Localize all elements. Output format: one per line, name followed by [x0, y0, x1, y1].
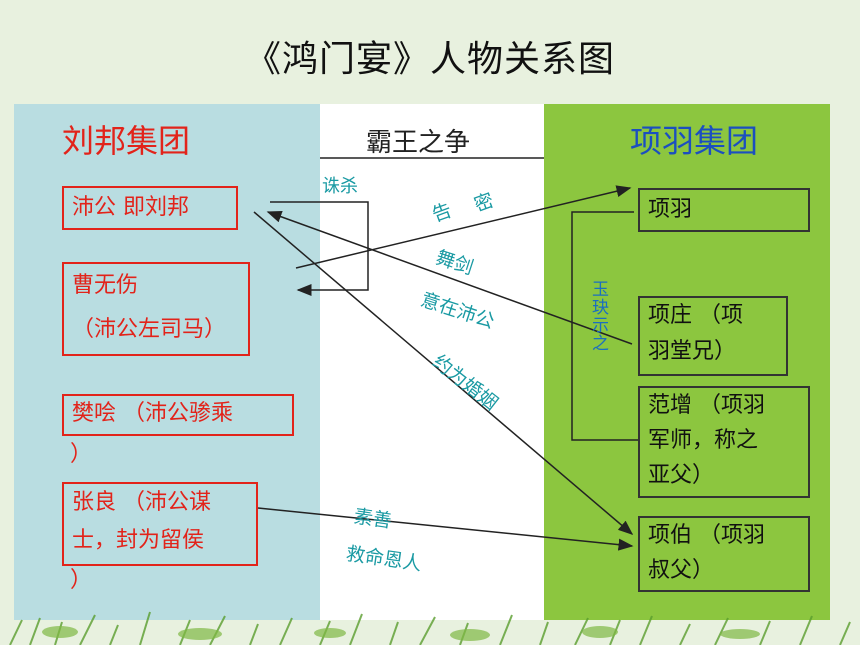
zhuang-line2: 羽堂兄）	[648, 339, 737, 364]
xiangbo-line2: 叔父）	[648, 558, 715, 583]
zhang-line2: 士，封为留侯	[72, 528, 205, 553]
fankuai-line1: 樊哙 （沛公骖乘	[72, 401, 233, 426]
fan-kuai-box: 樊哙 （沛公骖乘	[62, 394, 294, 436]
zhang-line3: ）	[70, 568, 93, 593]
zhuang-line1: 项庄 （项	[648, 303, 743, 328]
fanzeng-line1: 范增 （项羽	[648, 393, 765, 418]
peigong-label: 沛公 即刘邦	[72, 195, 189, 220]
cao-line2: （沛公左司马）	[72, 317, 227, 342]
left-group-title: 刘邦集团	[62, 122, 191, 160]
xiangbo-box: 项伯 （项羽 叔父）	[638, 516, 810, 592]
fanzeng-box: 范增 （项羽 军师，称之 亚父）	[638, 386, 810, 498]
xiangbo-line1: 项伯 （项羽	[648, 523, 765, 548]
sushan-line	[257, 507, 634, 551]
fankuai-line2: ）	[70, 442, 93, 467]
zhusha-line	[270, 201, 369, 296]
xiangyu-label: 项羽	[648, 197, 693, 222]
zhang-liang-box: 张良 （沛公谋 士，封为留侯	[62, 482, 258, 566]
right-panel	[544, 104, 830, 620]
zhang-line1: 张良 （沛公谋	[72, 490, 211, 515]
xiangyu-box: 项羽	[638, 188, 810, 232]
label-yujue: 玉玦示之	[588, 280, 608, 352]
yuewei-line	[253, 211, 634, 535]
left-panel	[14, 104, 320, 620]
yujue-line	[571, 211, 638, 441]
fanzeng-line3: 亚父）	[648, 463, 715, 488]
middle-header: 霸王之争	[366, 128, 471, 158]
page-title: 《鸿门宴》人物关系图	[244, 39, 615, 80]
label-zhusha: 诛杀	[322, 176, 358, 197]
cao-wushang-box: 曹无伤 （沛公左司马）	[62, 262, 250, 356]
label-sushan: 素善	[352, 505, 394, 533]
gaomi-line	[295, 185, 632, 269]
xiangzhuang-box: 项庄 （项 羽堂兄）	[638, 296, 788, 376]
cao-line1: 曹无伤	[72, 273, 139, 298]
right-group-title: 项羽集团	[630, 122, 759, 160]
peigong-box: 沛公 即刘邦	[62, 186, 238, 230]
fanzeng-line2: 军师，称之	[648, 428, 759, 453]
